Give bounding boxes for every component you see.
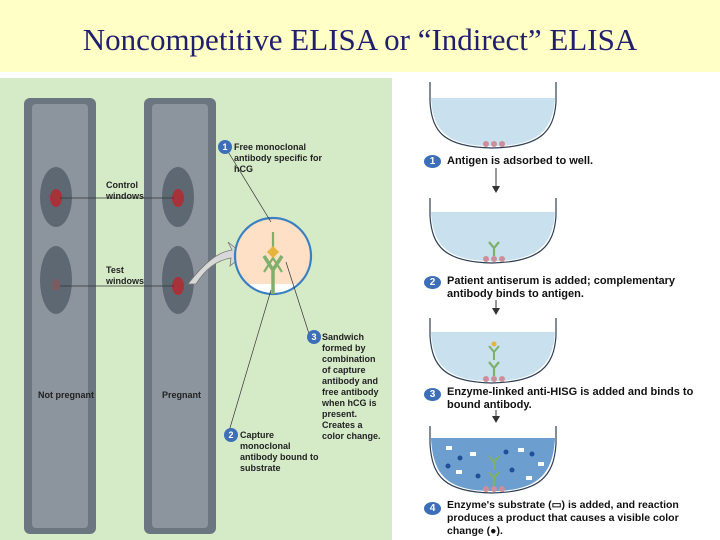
test-window-dot [172,277,184,295]
step-badge-2: 2 [224,428,238,442]
label-test-windows: Test windows [106,265,144,286]
hcg-antigen [267,246,279,258]
label-sandwich: Sandwich formed by combination of captur… [322,332,381,441]
label-pregnant: Pregnant [162,390,202,400]
magnified-view [233,216,313,296]
test-strip-not-pregnant [24,98,96,534]
title-bar [0,0,720,72]
elisa-well-2 [429,198,557,264]
elisa-well-4 [429,426,557,494]
control-window-dot [50,189,62,207]
elisa-step-badge-2: 2 [424,276,441,289]
elisa-step-text-2: Patient antiserum is added; complementar… [447,275,676,300]
step-badge-1: 1 [218,140,232,154]
elisa-well-3 [429,318,557,384]
test-window-empty [52,279,60,291]
test-strip-pregnant [144,98,216,534]
elisa-well-1 [429,82,557,149]
label-control-windows: Control windows [106,180,144,201]
elisa-step-text-4: Enzyme's substrate (▭) is added, and rea… [447,499,679,537]
elisa-step-text-3: Enzyme-linked anti-HISG is added and bin… [447,386,694,411]
control-window-dot [172,189,184,207]
label-capture-antibody: Capture monoclonal antibody bound to sub… [240,430,319,473]
slide-title: Noncompetitive ELISA or “Indirect” ELISA [82,22,638,57]
step-badge-3: 3 [307,330,321,344]
elisa-step-text-1: Antigen is adsorbed to well. [447,155,594,167]
label-not-pregnant: Not pregnant [38,390,94,400]
elisa-step-badge-4: 4 [424,502,441,515]
elisa-step-badge-3: 3 [424,388,441,401]
elisa-step-badge-1: 1 [424,155,441,168]
label-free-antibody: Free monoclonal antibody specific for hC… [234,142,323,174]
